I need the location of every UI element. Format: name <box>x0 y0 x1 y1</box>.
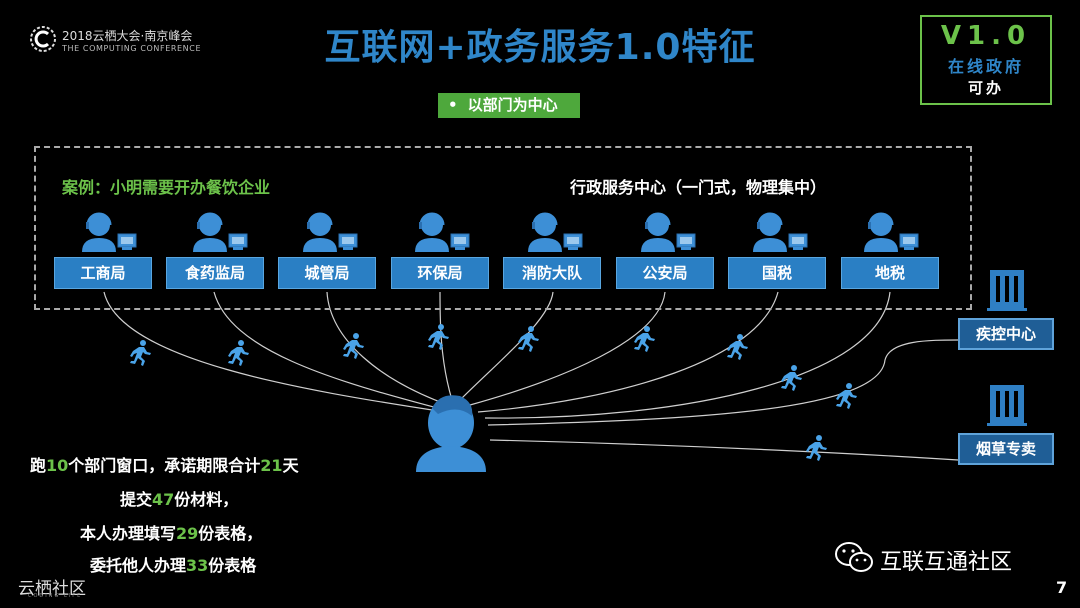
subtitle-text: 以部门为中心 <box>467 96 558 114</box>
dept-box: 国税 <box>728 257 826 289</box>
bullet: • <box>448 96 458 114</box>
dept-box: 城管局 <box>278 257 376 289</box>
stats-line-4: 委托他人办理33份表格 <box>90 556 257 575</box>
person-avatar-icon <box>416 395 486 472</box>
community-subtitle: CODING LIFE <box>28 593 83 599</box>
conference-logo-icon <box>30 26 56 52</box>
dept-box: 公安局 <box>616 257 714 289</box>
event-subname: THE COMPUTING CONFERENCE <box>62 44 202 53</box>
side-dept-box: 烟草专卖 <box>958 433 1054 465</box>
community-logo: 云栖社区 CODING LIFE <box>18 579 86 599</box>
version-label: V1.0 <box>940 21 1032 51</box>
dept-box: 工商局 <box>54 257 152 289</box>
page-title: 互联网+政务服务1.0特征 <box>324 27 756 68</box>
dept-box: 环保局 <box>391 257 489 289</box>
stats-line-2: 提交47份材料， <box>120 490 239 509</box>
stats-line-1: 跑10个部门窗口，承诺期限合计21天 <box>30 456 299 475</box>
version-capability: 可办 <box>967 79 1004 97</box>
conference-logo: 2018云栖大会·南京峰会 THE COMPUTING CONFERENCE <box>30 24 220 58</box>
wechat-icon <box>835 542 873 572</box>
dept-box: 地税 <box>841 257 939 289</box>
stats-line-3: 本人办理填写29份表格， <box>80 524 263 543</box>
version-government: 在线政府 <box>947 57 1024 76</box>
event-name: 2018云栖大会·南京峰会 <box>62 29 193 43</box>
service-center-frame <box>34 146 972 310</box>
version-badge: V1.0 在线政府 可办 <box>920 15 1052 105</box>
wechat-watermark: 互联互通社区 <box>834 540 1054 576</box>
subtitle-tag: • 以部门为中心 <box>438 93 580 118</box>
page-number: 7 <box>1056 578 1068 597</box>
dept-box: 食药监局 <box>166 257 264 289</box>
wechat-account-name: 互联互通社区 <box>880 550 1013 575</box>
side-dept-box: 疾控中心 <box>958 318 1054 350</box>
dept-box: 消防大队 <box>503 257 601 289</box>
service-center-label: 行政服务中心（一门式，物理集中） <box>570 178 827 197</box>
connector-lines <box>103 291 959 461</box>
case-label: 案例：小明需要开办餐饮企业 <box>62 178 271 197</box>
